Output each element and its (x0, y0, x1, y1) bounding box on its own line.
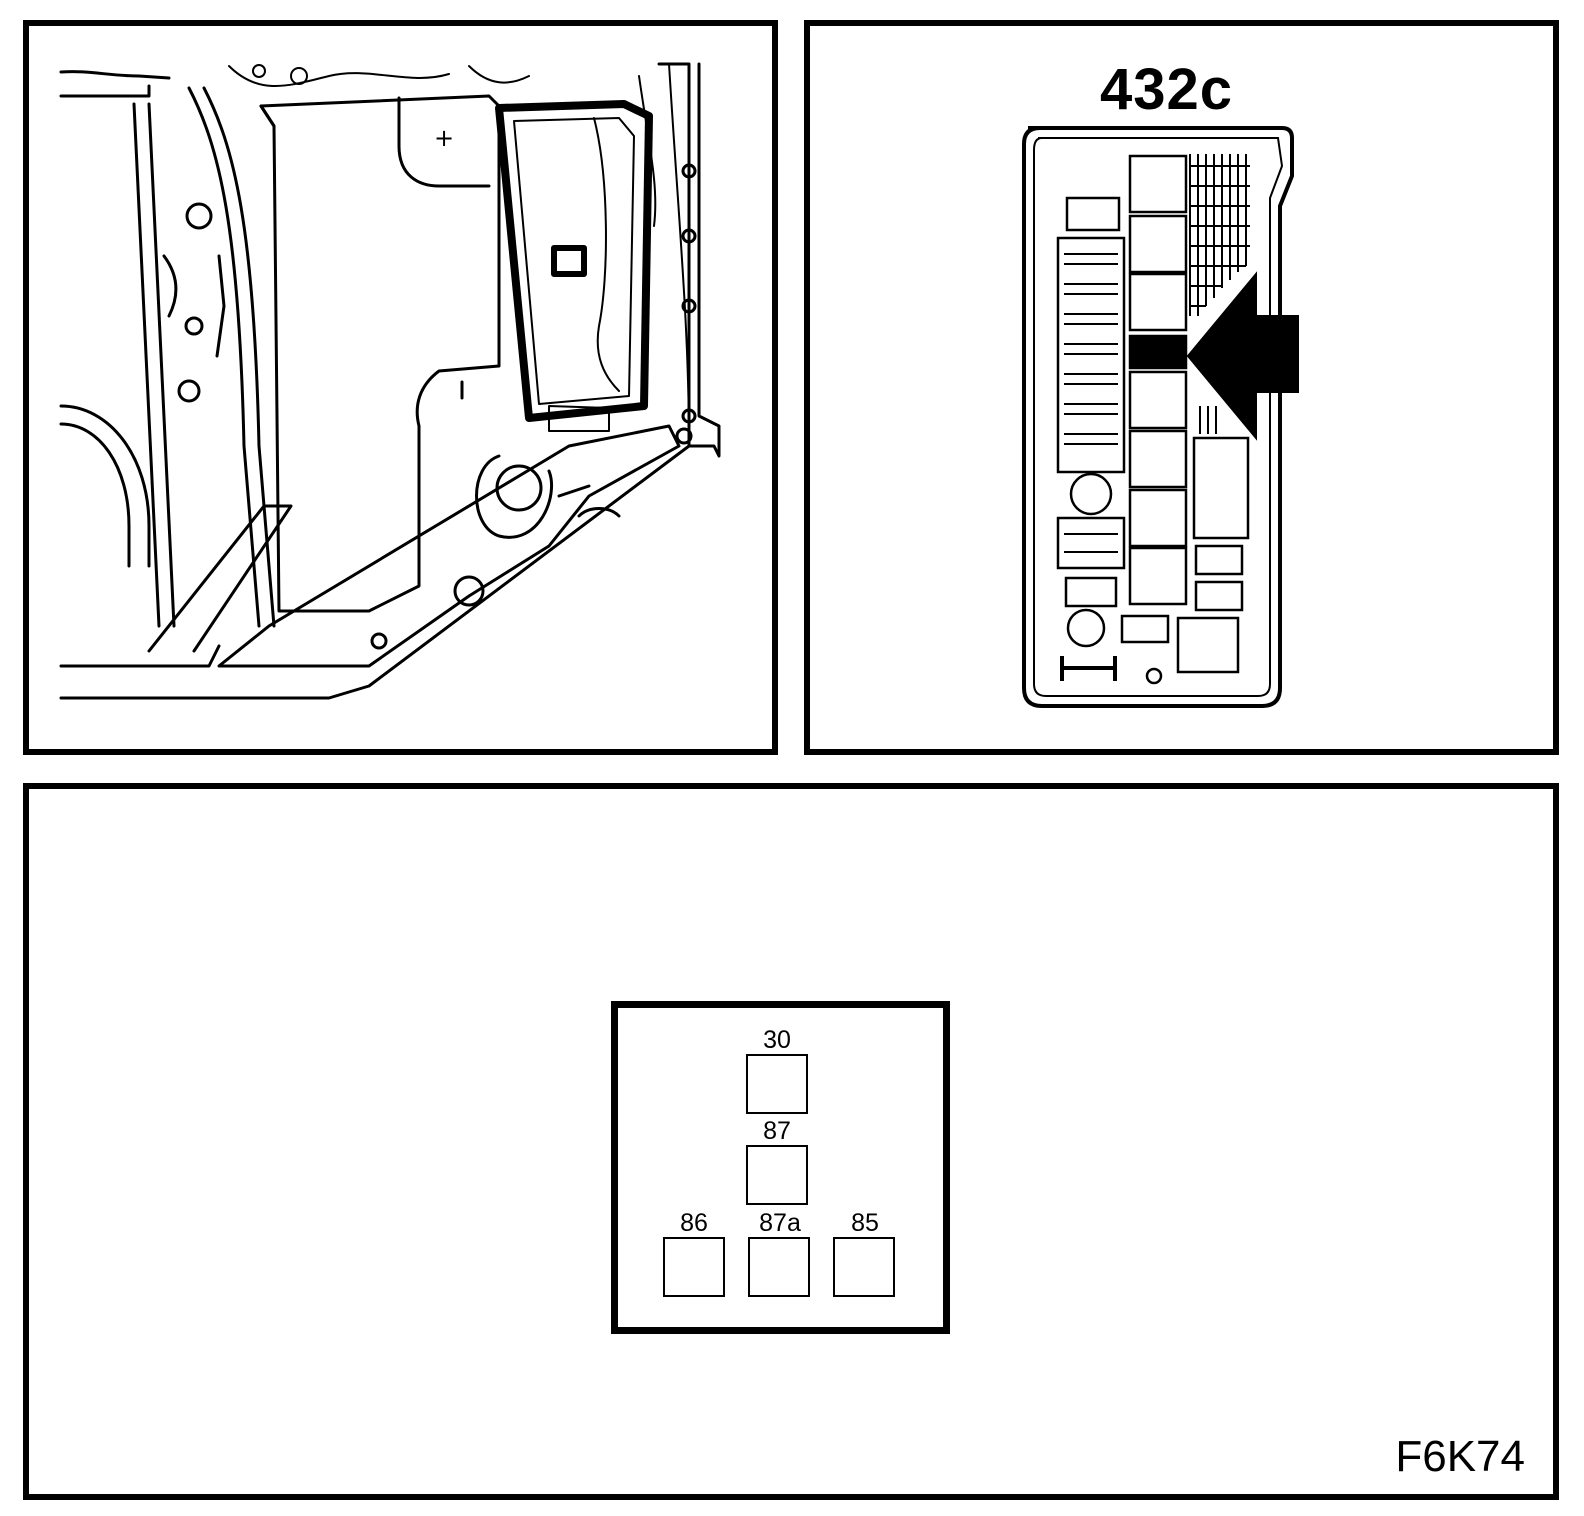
figure-code: F6K74 (1395, 1432, 1525, 1481)
relay-pinout-panel: 30 87 86 87a 85 F6K74 (23, 783, 1559, 1500)
relay-pinout-diagram: 30 87 86 87a 85 (611, 1001, 950, 1334)
fusebox-label: 432c (1100, 57, 1234, 122)
fusebox-layout-panel: 432c (804, 20, 1559, 755)
relay-pin-87 (746, 1145, 808, 1205)
relay-pin-85 (833, 1237, 895, 1297)
fusebox-drawing (1022, 126, 1299, 708)
pin-label-86: 86 (680, 1209, 708, 1237)
pin-label-87: 87 (763, 1117, 791, 1145)
engine-bay-drawing: + (59, 62, 721, 700)
pin-label-85: 85 (851, 1209, 879, 1237)
svg-text:+: + (434, 124, 454, 152)
pin-label-87a: 87a (759, 1209, 801, 1237)
relay-pin-87a (748, 1237, 810, 1297)
engine-bay-illustration-panel: + (23, 20, 778, 755)
relay-pin-86 (663, 1237, 725, 1297)
relay-pin-30 (746, 1054, 808, 1114)
pin-label-30: 30 (763, 1026, 791, 1054)
